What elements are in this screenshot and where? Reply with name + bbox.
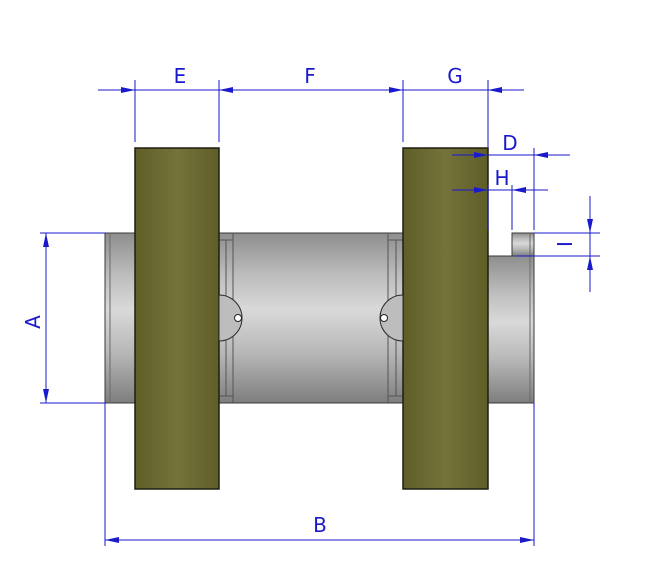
- shaft-center: [218, 232, 404, 404]
- shaft-right-stub: [487, 255, 535, 404]
- label-e: E: [174, 64, 187, 88]
- label-d: D: [502, 131, 517, 155]
- label-i: I: [553, 241, 577, 247]
- left-pin-icon: [234, 314, 242, 322]
- label-b: B: [313, 513, 327, 537]
- shaft-notch: [511, 232, 535, 257]
- left-plate: [134, 147, 220, 490]
- left-pin-cutout: [218, 294, 243, 342]
- label-f: F: [304, 64, 316, 88]
- right-pin-icon: [380, 314, 388, 322]
- label-h: H: [494, 166, 509, 190]
- label-a: A: [21, 315, 45, 329]
- right-plate: [402, 147, 489, 490]
- dimension-lines: [40, 80, 600, 546]
- right-pin-cutout: [379, 294, 404, 342]
- label-g: G: [447, 64, 463, 88]
